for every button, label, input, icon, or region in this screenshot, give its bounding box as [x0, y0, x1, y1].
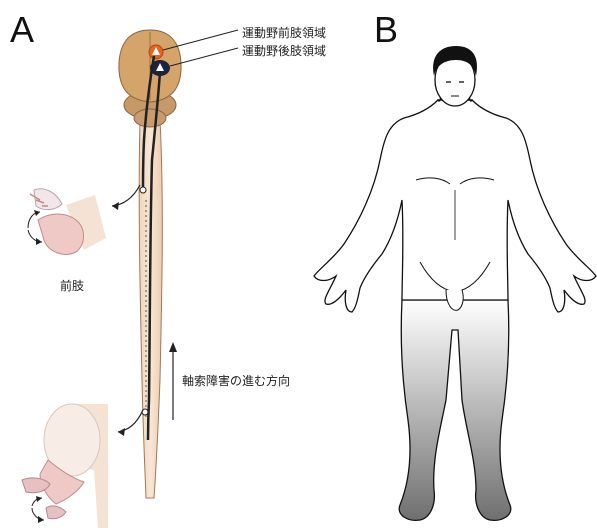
panel-a-label: A — [10, 12, 34, 48]
degeneration-direction-label: 軸索障害の進む方向 — [182, 372, 290, 389]
panel-a — [22, 30, 238, 528]
hindlimb-motor-area-label: 運動野後肢領域 — [242, 42, 326, 59]
hindlimb-illustration — [22, 404, 108, 528]
panel-b — [314, 46, 596, 520]
forelimb-label: 前肢 — [60, 277, 84, 294]
panel-b-label: B — [374, 12, 398, 48]
forelimb-motor-area-label: 運動野前肢領域 — [242, 24, 326, 41]
forelimb-illustration — [28, 189, 106, 255]
human-legs — [399, 300, 511, 520]
